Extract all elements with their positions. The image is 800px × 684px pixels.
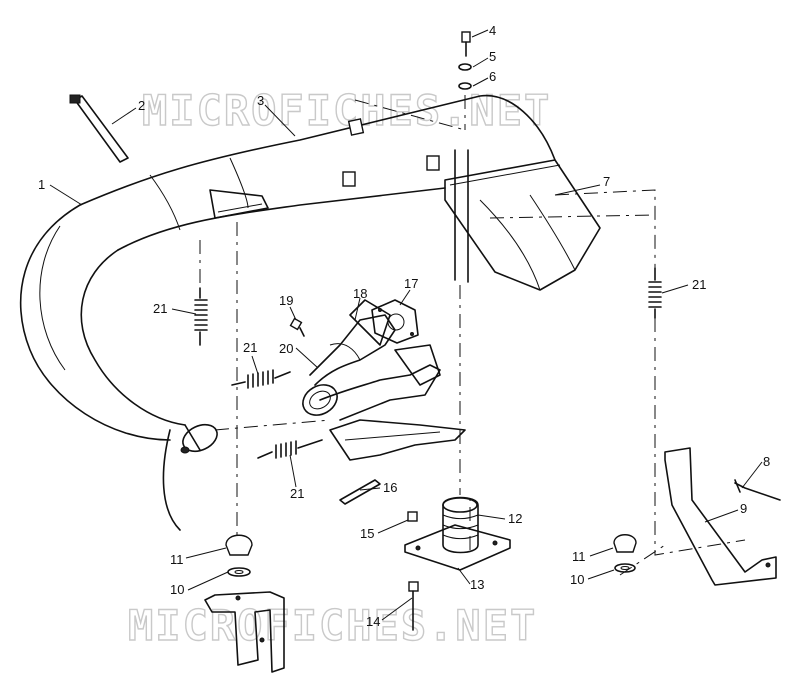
callout-21-b: 21 (243, 340, 257, 355)
rod-16 (339, 479, 381, 505)
exhaust-manifold (302, 299, 466, 461)
callout-1: 1 (38, 177, 45, 192)
callout-11-right: 11 (572, 549, 586, 564)
bolt-19 (289, 317, 305, 337)
callout-numbers: 1 2 3 4 5 6 7 8 9 10 10 11 11 12 13 14 1… (38, 23, 770, 629)
watermark-top: MICROFICHES.NET (142, 86, 551, 135)
callout-8: 8 (763, 454, 770, 469)
callout-4: 4 (489, 23, 496, 38)
callout-13: 13 (470, 577, 484, 592)
muffler-assembly (19, 94, 601, 531)
callout-20: 20 (279, 341, 293, 356)
watermark-bottom: MICROFICHES.NET (128, 601, 537, 650)
callout-10-right: 10 (570, 572, 584, 587)
callout-15: 15 (360, 526, 374, 541)
callout-14: 14 (366, 614, 380, 629)
leader-lines (49, 29, 763, 621)
callout-12: 12 (508, 511, 522, 526)
callout-6: 6 (489, 69, 496, 84)
callout-2: 2 (138, 98, 145, 113)
bolt-stack (458, 31, 472, 90)
callout-5: 5 (489, 49, 496, 64)
nut-15 (407, 511, 418, 522)
callout-21-a: 21 (153, 301, 167, 316)
right-bumper-bracket (613, 447, 781, 586)
callout-17: 17 (404, 276, 418, 291)
bolt-14 (408, 581, 419, 631)
left-bumper-bracket (204, 534, 285, 673)
strap-head (69, 94, 81, 104)
engine-mount (404, 496, 511, 571)
strap-2 (74, 95, 129, 163)
callout-18: 18 (353, 286, 367, 301)
callout-9: 9 (740, 501, 747, 516)
callout-11-left: 11 (170, 552, 184, 567)
callout-3: 3 (257, 93, 264, 108)
springs (194, 267, 662, 459)
callout-10-left: 10 (170, 582, 184, 597)
callout-19: 19 (279, 293, 293, 308)
callout-7: 7 (603, 174, 610, 189)
alignment-lines (199, 95, 746, 576)
callout-21-c: 21 (290, 486, 304, 501)
gasket-17 (371, 299, 419, 344)
callout-16: 16 (383, 480, 397, 495)
callout-21-d: 21 (692, 277, 706, 292)
